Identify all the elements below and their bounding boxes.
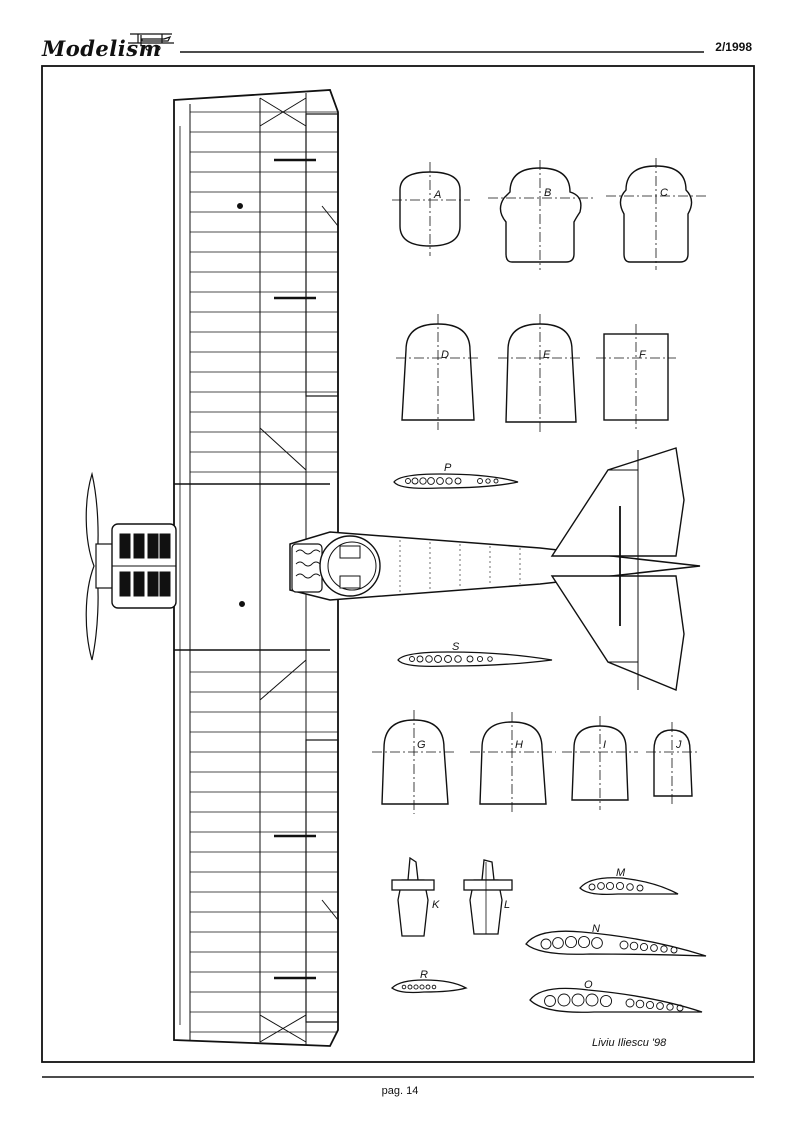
rib-r [391,979,468,994]
rib-profiles [391,473,707,1013]
fuselage-plan-view [289,447,701,691]
label-section-e: E [543,349,551,361]
drawing-frame [41,65,755,1063]
section-j [653,729,693,797]
designer-signature: Liviu Iliescu '98 [592,1037,667,1049]
biplane-logo-icon [128,33,174,51]
label-rib-r: R [420,969,428,981]
label-section-h: H [515,739,523,751]
label-rib-p: P [444,462,452,474]
label-rib-s: S [452,641,460,653]
rib-lightening-holes [401,477,684,1012]
label-section-i: I [603,739,606,751]
section-g [381,719,449,805]
section-b [499,167,582,263]
rib-o [529,987,703,1013]
detail-parts [391,856,513,937]
page-number: pag. 14 [381,1085,419,1097]
rib-m [579,877,679,896]
section-centerlines [372,158,706,814]
wing-plan-view [173,89,339,1047]
label-section-f: F [639,349,647,361]
label-rib-m: M [616,867,626,879]
issue-number: 2/1998 [715,40,752,54]
label-part-l: L [504,899,510,911]
label-section-c: C [660,187,668,199]
engine-and-propeller [85,471,177,661]
label-section-g: G [417,739,426,751]
section-e [505,323,577,423]
label-section-j: J [675,739,682,751]
label-section-d: D [441,349,449,361]
label-part-k: K [432,899,440,911]
rib-p [393,473,519,490]
label-section-b: B [544,187,551,199]
section-a [399,171,461,247]
section-i [571,725,629,801]
rib-s [397,651,553,668]
label-section-a: A [433,189,441,201]
label-rib-o: O [584,979,593,991]
section-h [479,721,547,805]
label-rib-n: N [592,923,600,935]
cross-sections [381,165,693,805]
